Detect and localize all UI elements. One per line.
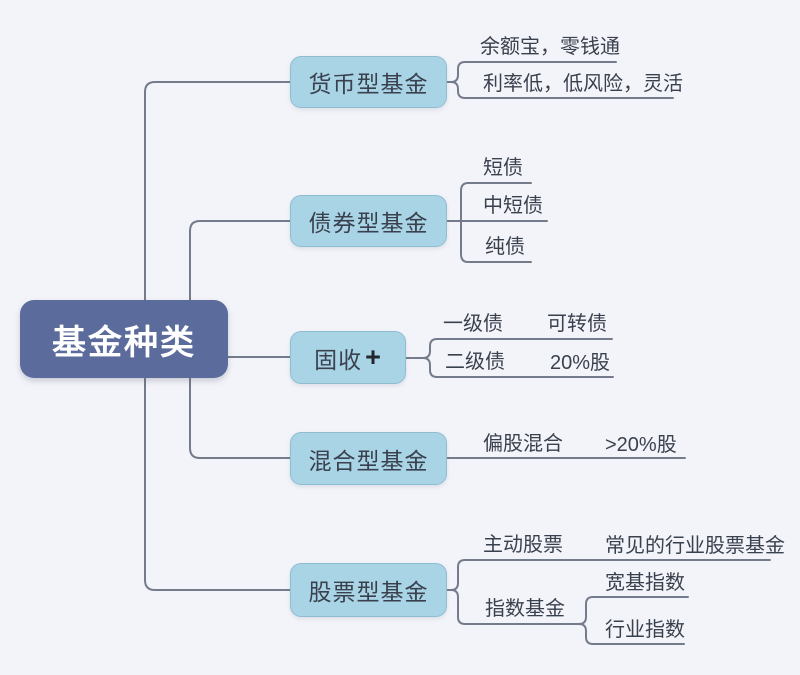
branch-node-fixed-income-plus[interactable]: 固收 + bbox=[290, 331, 406, 384]
leaf-gt20pct-stock[interactable]: >20%股 bbox=[605, 434, 677, 456]
leaf-industry-index[interactable]: 行业指数 bbox=[605, 619, 685, 641]
underline-broad-index bbox=[578, 596, 689, 625]
branch-node-money-fund[interactable]: 货币型基金 bbox=[290, 56, 447, 108]
leaf-stock-biased-hybrid[interactable]: 偏股混合 bbox=[483, 433, 563, 455]
leaf-common-industry-stock-fund[interactable]: 常见的行业股票基金 bbox=[605, 535, 785, 557]
leaf-convertible-bond[interactable]: 可转债 bbox=[547, 313, 607, 335]
underline-index-fund bbox=[450, 589, 580, 625]
leaf-pure-bond[interactable]: 纯债 bbox=[485, 236, 525, 258]
branch-node-hybrid-fund[interactable]: 混合型基金 bbox=[290, 432, 447, 485]
leaf-broad-index[interactable]: 宽基指数 bbox=[605, 572, 685, 594]
connector-root-to-bond-fund bbox=[189, 220, 291, 301]
leaf-short-bond[interactable]: 短债 bbox=[483, 157, 523, 179]
root-node-fund-types[interactable]: 基金种类 bbox=[20, 300, 228, 378]
connector-root-to-stock-fund bbox=[144, 377, 291, 591]
branch-node-stock-fund[interactable]: 股票型基金 bbox=[290, 563, 447, 617]
connector-root-to-hybrid-fund bbox=[189, 377, 291, 459]
leaf-yuebao-lingqiantong[interactable]: 余额宝，零钱通 bbox=[480, 36, 620, 58]
underline-pure-bond bbox=[460, 220, 532, 263]
leaf-tier1-bond[interactable]: 一级债 bbox=[443, 313, 503, 335]
leaf-20pct-stock[interactable]: 20%股 bbox=[550, 352, 611, 374]
underline-short-bond bbox=[460, 182, 532, 222]
connector-root-to-money-fund bbox=[144, 81, 291, 301]
underline-tier2-20pct bbox=[422, 357, 614, 378]
leaf-index-fund[interactable]: 指数基金 bbox=[485, 598, 565, 620]
plus-icon: + bbox=[365, 342, 382, 372]
underline-low-rate-low-risk bbox=[450, 81, 674, 99]
branch-node-bond-fund[interactable]: 债券型基金 bbox=[290, 195, 447, 247]
underline-industry-index bbox=[578, 623, 685, 645]
fixed-income-label: 固收 bbox=[314, 346, 363, 373]
leaf-low-rate-low-risk-flexible[interactable]: 利率低，低风险，灵活 bbox=[483, 73, 683, 95]
leaf-active-stock[interactable]: 主动股票 bbox=[483, 534, 563, 556]
leaf-tier2-bond[interactable]: 二级债 bbox=[445, 351, 505, 373]
leaf-mid-short-bond[interactable]: 中短债 bbox=[483, 195, 543, 217]
